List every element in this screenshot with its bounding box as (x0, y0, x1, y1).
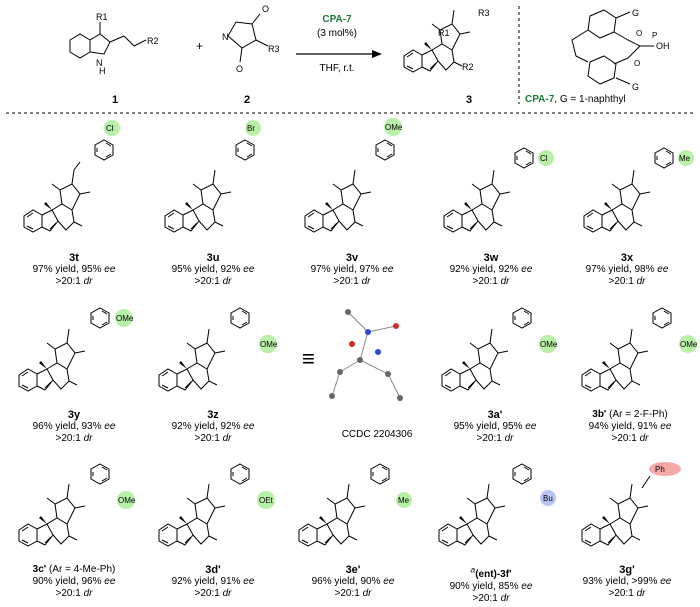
caption-3w: 3w 92% yield, 92% ee >20:1 dr (449, 252, 533, 287)
plus-sign: + (196, 39, 203, 53)
product-3-structure (403, 9, 471, 73)
svg-text:Ph: Ph (655, 465, 665, 474)
svg-text:O: O (636, 29, 642, 38)
catalyst-label: CPA-7 (322, 14, 352, 25)
crystal-structure (329, 309, 403, 401)
ccdc-label: CCDC 2204306 (341, 429, 413, 440)
svg-text:O: O (634, 59, 640, 68)
svg-text:OMe: OMe (680, 340, 698, 349)
structure-3e-prime (298, 463, 412, 547)
svg-text:Me: Me (398, 496, 410, 505)
svg-text:Me: Me (679, 154, 691, 163)
caption-3v: 3v 97% yield, 97% ee >20:1 dr (310, 252, 394, 287)
catalyst-loading: (3 mol%) (317, 28, 357, 39)
structure-3z (158, 307, 277, 392)
structure-3v (304, 118, 402, 233)
caption-3x: 3x 97% yield, 98% ee >20:1 dr (585, 252, 669, 287)
g-label-bottom: G (632, 82, 639, 92)
reaction-arrow-head (372, 50, 382, 58)
structure-3t (23, 120, 120, 233)
caption-3z: 3z 92% yield, 92% ee >20:1 dr (171, 409, 255, 444)
r1-label: R1 (96, 12, 108, 22)
nh-h-label: H (99, 66, 106, 76)
structure-3y (18, 307, 133, 392)
structure-3f-prime (438, 463, 556, 547)
equivalence-symbol: ≡ (302, 346, 315, 371)
svg-text:OMe: OMe (116, 314, 134, 323)
structure-3u (164, 120, 261, 233)
caption-3e-prime: 3e' 96% yield, 90% ee >20:1 dr (311, 564, 395, 599)
catalyst-caption: CPA-7, G = 1-naphthyl (525, 94, 626, 105)
reagent-1-label: 1 (112, 94, 118, 106)
structure-3d-prime (158, 463, 275, 547)
oh-label: OH (656, 41, 670, 51)
svg-text:O: O (262, 4, 269, 14)
structure-3a-prime (441, 307, 557, 392)
structure-3x (583, 147, 694, 233)
caption-3u: 3u 95% yield, 92% ee >20:1 dr (171, 252, 255, 287)
svg-text:OMe: OMe (118, 496, 136, 505)
svg-text:R1: R1 (438, 28, 450, 38)
svg-text:Cl: Cl (106, 124, 114, 133)
svg-text:R2: R2 (462, 62, 474, 72)
svg-text:N: N (222, 32, 229, 42)
reagent-2-label: 2 (244, 94, 250, 106)
caption-3t: 3t 97% yield, 95% ee >20:1 dr (32, 252, 116, 287)
svg-text:Cl: Cl (540, 154, 548, 163)
svg-text:P: P (652, 31, 657, 40)
svg-text:OMe: OMe (385, 123, 403, 132)
structure-3b-prime (581, 307, 697, 392)
svg-text:OMe: OMe (540, 340, 558, 349)
structure-3g-prime (581, 462, 681, 547)
svg-text:O: O (236, 64, 243, 74)
caption-3g-prime: 3g' 93% yield, >99% ee >20:1 dr (582, 564, 672, 599)
caption-3c-prime: 3c' (Ar = 4-Me-Ph) 90% yield, 96% ee >20… (32, 564, 116, 599)
svg-text:OMe: OMe (260, 340, 278, 349)
conditions-label: THF, r.t. (320, 63, 355, 74)
cpa-7-structure (571, 9, 654, 85)
svg-text:OEt: OEt (259, 496, 274, 505)
product-label: 3 (466, 94, 472, 106)
caption-3d-prime: 3d' 92% yield, 91% ee >20:1 dr (171, 564, 255, 599)
reactant-1-structure (69, 22, 147, 59)
svg-text:Bu: Bu (543, 494, 553, 503)
caption-3y: 3y 96% yield, 93% ee >20:1 dr (32, 409, 116, 444)
caption-3b-prime: 3b' (Ar = 2-F-Ph) 94% yield, 91% ee >20:… (588, 409, 672, 444)
structure-3c-prime (18, 463, 135, 547)
svg-text:R3: R3 (478, 8, 490, 18)
r3-label-reagent: R3 (268, 44, 280, 54)
caption-3a-prime: 3a' 95% yield, 95% ee >20:1 dr (453, 409, 537, 444)
caption-3f-prime: a(ent)-3f' 90% yield, 85% ee >20:1 dr (449, 565, 533, 605)
g-label-top: G (632, 8, 639, 18)
structure-3w (443, 147, 554, 233)
r2-label: R2 (147, 36, 159, 46)
svg-text:Br: Br (247, 124, 255, 133)
reactant-2-structure (227, 13, 269, 63)
nh-label: N (96, 58, 103, 68)
